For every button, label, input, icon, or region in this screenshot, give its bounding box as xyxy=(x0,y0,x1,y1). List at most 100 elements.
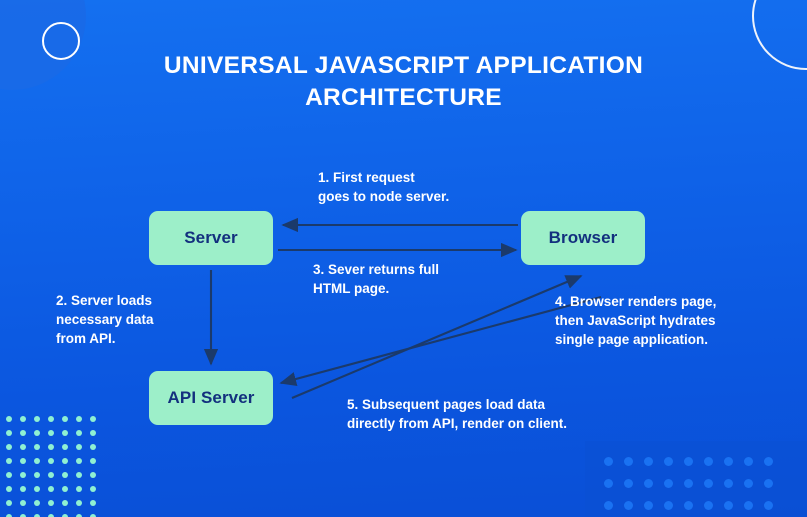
decor-dot xyxy=(30,440,44,454)
decor-dot xyxy=(738,472,758,494)
decor-dot xyxy=(638,494,658,516)
decor-ring-circle-top-right xyxy=(752,0,807,70)
decor-dot xyxy=(698,494,718,516)
decor-dot xyxy=(44,510,58,517)
node-browser-label: Browser xyxy=(548,228,618,247)
decor-dot xyxy=(718,450,738,472)
decor-dot xyxy=(44,496,58,510)
step-label-4: 4. Browser renders page, then JavaScript… xyxy=(555,294,717,348)
decor-dot xyxy=(598,450,618,472)
decor-dot xyxy=(718,472,738,494)
decor-dot xyxy=(16,454,30,468)
decor-dot xyxy=(698,472,718,494)
decor-dot xyxy=(16,412,30,426)
decor-dot xyxy=(738,494,758,516)
decor-dot xyxy=(86,482,100,496)
node-api-server-label: API Server xyxy=(167,388,255,407)
decor-dot xyxy=(2,468,16,482)
decor-dot xyxy=(678,494,698,516)
step-label-2: 2. Server loads necessary data from API. xyxy=(56,293,154,347)
decor-dot xyxy=(2,412,16,426)
decor-dot xyxy=(758,472,778,494)
decor-dot xyxy=(72,468,86,482)
decor-dot xyxy=(30,510,44,517)
decor-dot xyxy=(72,482,86,496)
decor-dot xyxy=(72,426,86,440)
decor-dot xyxy=(678,450,698,472)
decor-dot xyxy=(72,510,86,517)
decor-dot xyxy=(30,496,44,510)
decor-dot xyxy=(58,440,72,454)
decor-dot xyxy=(86,454,100,468)
decor-dot xyxy=(58,482,72,496)
decor-dot xyxy=(58,454,72,468)
node-server-label: Server xyxy=(184,228,238,247)
decor-dot xyxy=(678,472,698,494)
decor-dot xyxy=(44,412,58,426)
page-title: UNIVERSAL JAVASCRIPT APPLICATION ARCHITE… xyxy=(163,52,644,112)
decor-dot xyxy=(618,450,638,472)
decor-dot xyxy=(30,454,44,468)
decor-dot xyxy=(30,412,44,426)
dot-grid-icon-bottom-right xyxy=(598,450,778,516)
node-api-server[interactable]: API Server xyxy=(149,371,273,425)
decor-dot xyxy=(2,454,16,468)
decor-dot xyxy=(44,468,58,482)
decor-dot xyxy=(72,440,86,454)
decor-dot xyxy=(598,494,618,516)
step-label-3: 3. Sever returns full HTML page. xyxy=(313,262,440,297)
decor-dot xyxy=(30,426,44,440)
decor-dot xyxy=(30,468,44,482)
decor-dot xyxy=(72,496,86,510)
decor-dot xyxy=(738,450,758,472)
decor-dot xyxy=(44,454,58,468)
decor-dot xyxy=(638,450,658,472)
decor-dot xyxy=(658,494,678,516)
decor-ring-circle-top-left xyxy=(42,22,80,60)
decor-dot xyxy=(86,426,100,440)
decor-dot xyxy=(2,426,16,440)
decor-dot xyxy=(16,510,30,517)
decor-dot xyxy=(86,468,100,482)
decor-dot xyxy=(16,440,30,454)
decor-dot xyxy=(58,496,72,510)
decor-dot xyxy=(2,440,16,454)
step-label-1: 1. First request goes to node server. xyxy=(318,170,450,205)
decor-dot xyxy=(44,426,58,440)
decor-dot xyxy=(16,482,30,496)
step-label-5: 5. Subsequent pages load data directly f… xyxy=(347,397,568,432)
decor-dot xyxy=(758,450,778,472)
decor-dot xyxy=(698,450,718,472)
decor-dot xyxy=(16,426,30,440)
decor-dot xyxy=(58,510,72,517)
decor-dot xyxy=(2,482,16,496)
node-browser[interactable]: Browser xyxy=(521,211,645,265)
decor-dot xyxy=(44,482,58,496)
decor-dot xyxy=(58,426,72,440)
decor-dot xyxy=(30,482,44,496)
decor-dot xyxy=(618,494,638,516)
decor-dot xyxy=(758,494,778,516)
decor-dot xyxy=(72,454,86,468)
decor-dot xyxy=(618,472,638,494)
arrow-browser-to-api xyxy=(279,295,602,386)
decor-dot xyxy=(2,496,16,510)
decor-dot xyxy=(44,440,58,454)
decor-dot xyxy=(72,412,86,426)
decor-dot xyxy=(58,412,72,426)
node-server[interactable]: Server xyxy=(149,211,273,265)
decor-dot xyxy=(658,450,678,472)
decor-dot xyxy=(658,472,678,494)
decor-dot xyxy=(2,510,16,517)
decor-dot xyxy=(16,468,30,482)
decor-dot xyxy=(598,472,618,494)
decor-dot xyxy=(86,440,100,454)
decor-dot xyxy=(638,472,658,494)
decor-dot xyxy=(16,496,30,510)
decor-dot xyxy=(718,494,738,516)
decor-dot xyxy=(86,510,100,517)
decor-dot xyxy=(58,468,72,482)
decor-dot xyxy=(86,496,100,510)
decor-dot xyxy=(86,412,100,426)
